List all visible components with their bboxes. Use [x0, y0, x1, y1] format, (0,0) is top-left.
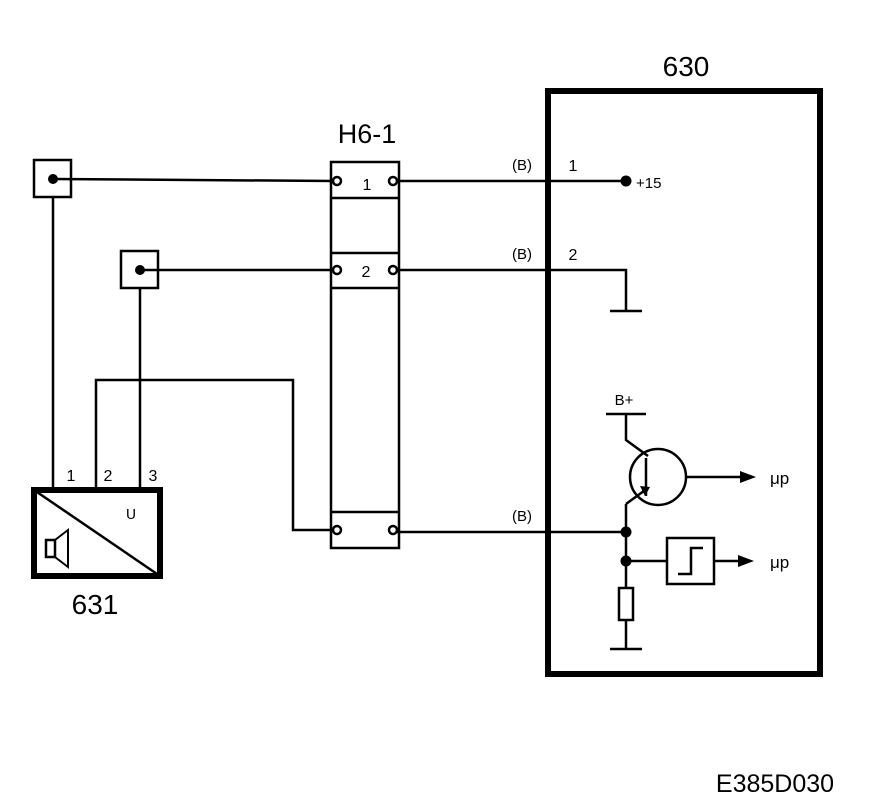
plus15-label: +15	[636, 175, 661, 192]
microprocessor-label-top: μp	[770, 469, 789, 488]
wire-label-b-bottom: (B)	[512, 508, 532, 525]
module-631-box	[31, 487, 163, 579]
module-631-pin-1-label: 1	[67, 468, 76, 485]
microprocessor-label-bottom: μp	[770, 553, 789, 572]
wires	[51, 177, 642, 534]
connector-pin-1-label: 1	[363, 177, 372, 194]
module-630-label: 630	[663, 51, 710, 82]
transistor-circuit	[606, 412, 756, 651]
module-631-pin-3-label: 3	[149, 468, 158, 485]
bplus-label: B+	[615, 392, 634, 409]
module-630-pin-2-label: 2	[569, 247, 578, 264]
module-631-mark: ᑌ	[126, 506, 136, 522]
wire-label-b-mid: (B)	[512, 246, 532, 263]
plus15-terminal-dot	[620, 175, 632, 187]
wire-label-b-top: (B)	[512, 157, 532, 174]
module-631-label: 631	[72, 589, 119, 620]
connector-pin-2-label: 2	[362, 264, 371, 281]
module-630-box	[545, 88, 823, 677]
module-631-pin-2-label: 2	[104, 468, 113, 485]
module-630-pin-1-label: 1	[569, 158, 578, 175]
diagram-code: E385D030	[716, 770, 834, 798]
connector-h6-1	[329, 160, 401, 550]
connector-h6-1-label: H6-1	[338, 119, 397, 149]
